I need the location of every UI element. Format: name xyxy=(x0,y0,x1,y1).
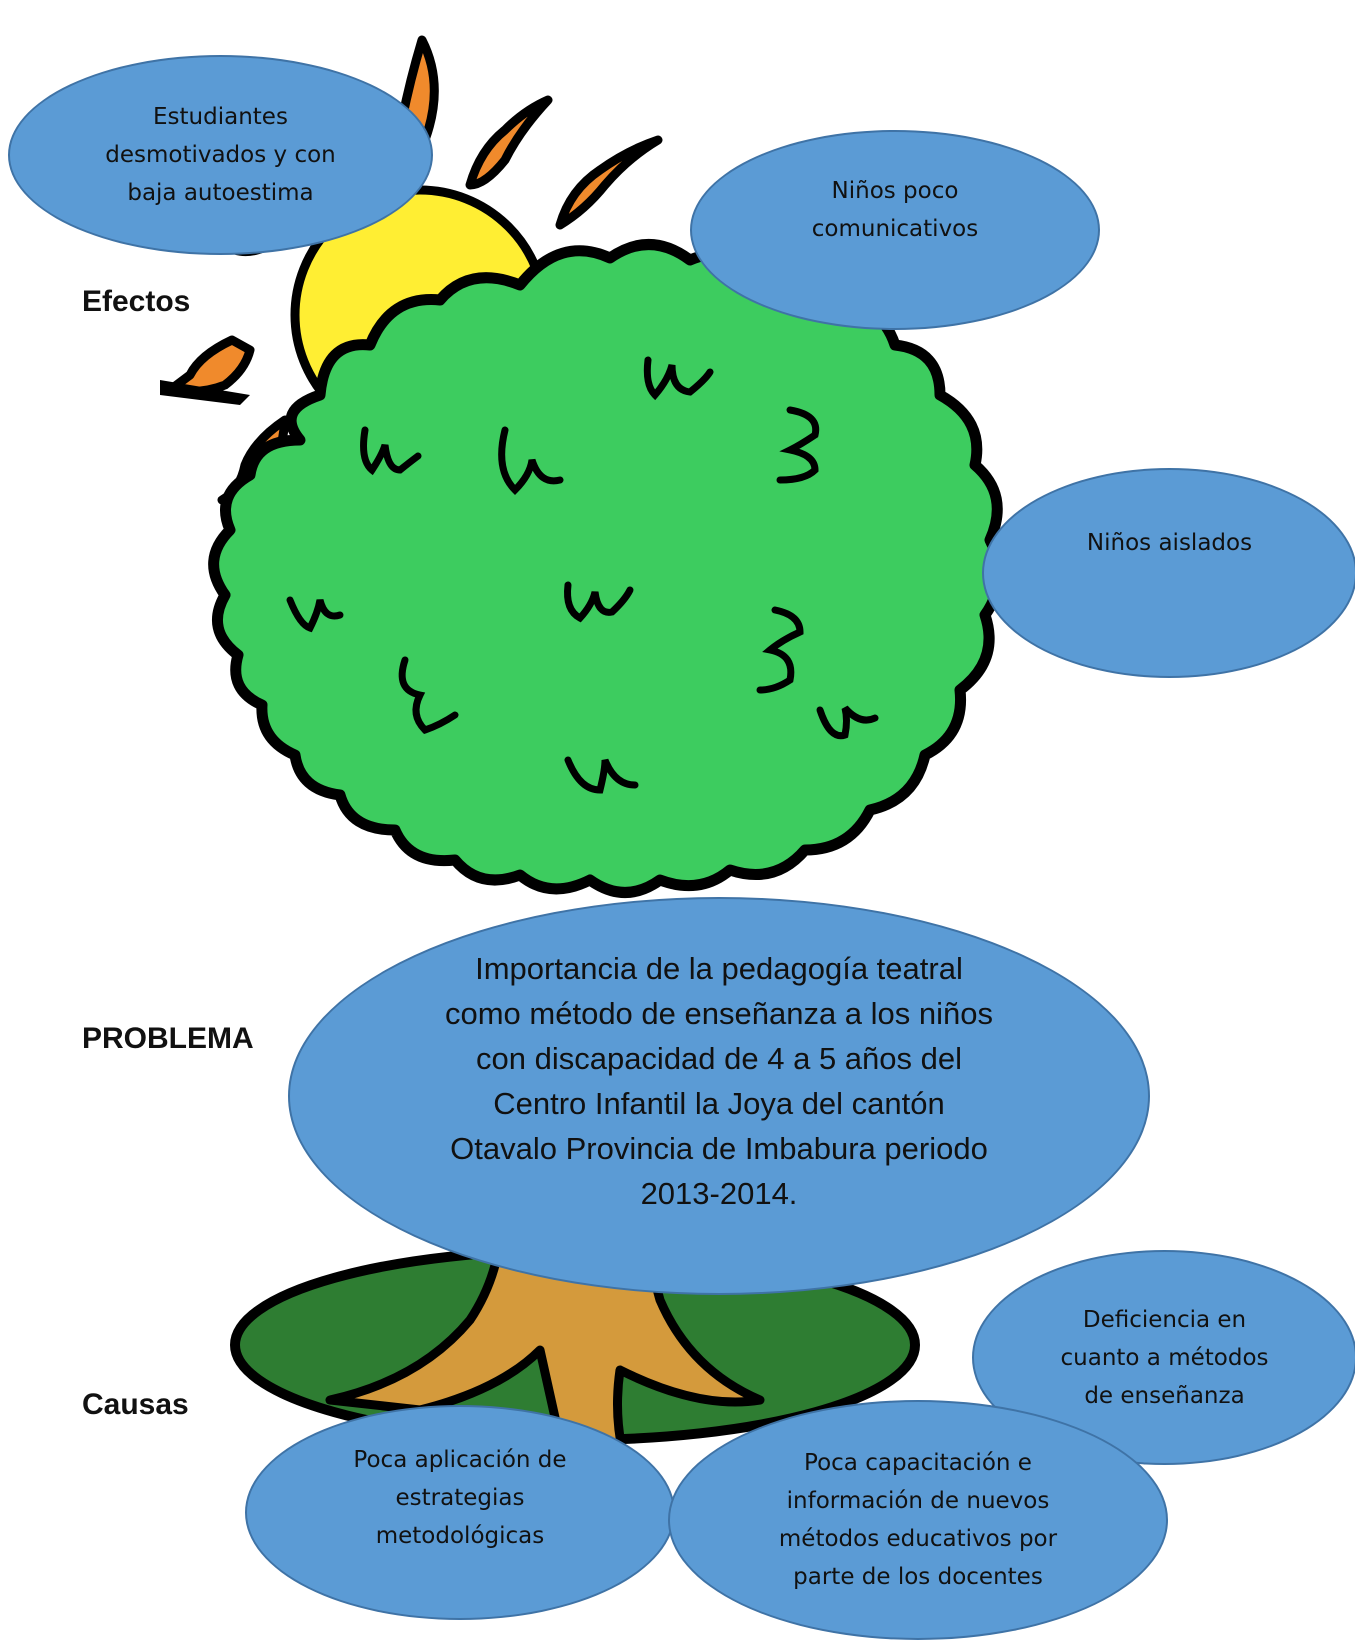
effect-text-isolated: Niños aislados xyxy=(1086,530,1253,556)
effect-text-low-self-esteem: Estudiantes desmotivados y con baja auto… xyxy=(105,104,336,206)
effect-bubble-uncommunicative: Niños poco comunicativos xyxy=(690,130,1100,330)
effect-bubble-isolated: Niños aislados xyxy=(982,468,1355,678)
problem-bubble: Importancia de la pedagogía teatral como… xyxy=(288,897,1150,1295)
foliage-texture xyxy=(286,356,879,794)
cause-text-teaching-methods: Deficiencia en cuanto a métodos de enseñ… xyxy=(1060,1306,1269,1409)
effects-label: Efectos xyxy=(82,285,191,318)
cause-text-training: Poca capacitación e información de nuevo… xyxy=(778,1450,1058,1590)
problem-text: Importancia de la pedagogía teatral como… xyxy=(444,951,994,1211)
causes-label: Causas xyxy=(82,1388,189,1421)
problem-label: PROBLEMA xyxy=(82,1022,254,1055)
tree-foliage xyxy=(208,239,1005,898)
cause-bubble-training: Poca capacitación e información de nuevo… xyxy=(668,1400,1168,1640)
cause-bubble-strategies: Poca aplicación de estrategias metodológ… xyxy=(245,1405,675,1620)
effect-bubble-low-self-esteem: Estudiantes desmotivados y con baja auto… xyxy=(8,55,433,255)
effect-text-uncommunicative: Niños poco comunicativos xyxy=(811,178,979,242)
cause-text-strategies: Poca aplicación de estrategias metodológ… xyxy=(353,1446,567,1549)
